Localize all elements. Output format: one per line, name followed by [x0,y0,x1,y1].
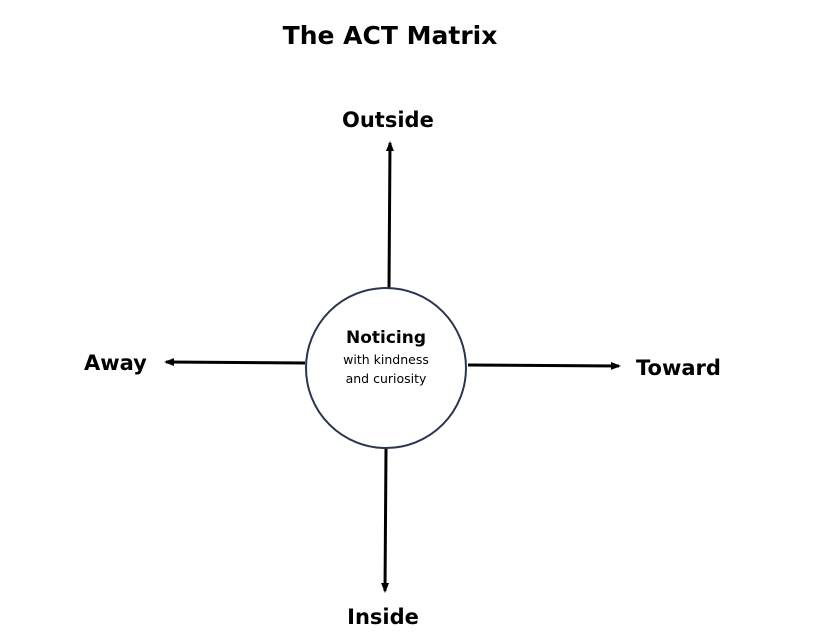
axis-label-outside: Outside [342,108,434,132]
axis-label-toward: Toward [636,356,721,380]
circle-subtext: with kindness and curiosity [343,352,429,386]
arrow-left [164,358,306,367]
axis-label-away: Away [84,351,147,375]
arrow-up [385,141,394,289]
axis-label-inside: Inside [347,605,419,629]
circle-heading: Noticing [345,328,427,348]
arrow-down [381,448,390,593]
noticing-circle [305,287,467,449]
arrow-right [467,361,621,370]
diagram-title: The ACT Matrix [282,21,498,50]
circle-content: Noticing with kindness and curiosity [316,326,456,388]
